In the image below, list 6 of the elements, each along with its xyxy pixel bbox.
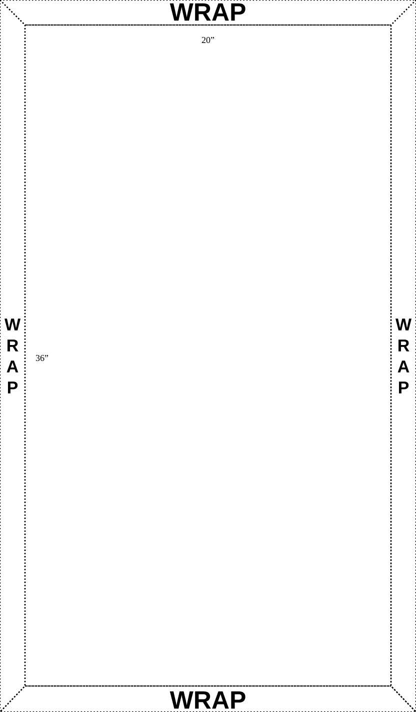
wrap-band: WRAP [0,0,416,26]
dimension-label: 36” [36,354,48,362]
wrap-band: WRAP [0,685,416,712]
dimension-label: 20” [202,36,214,44]
wrap-band: WRAP [0,0,26,712]
wrap-band: WRAP [390,0,416,712]
